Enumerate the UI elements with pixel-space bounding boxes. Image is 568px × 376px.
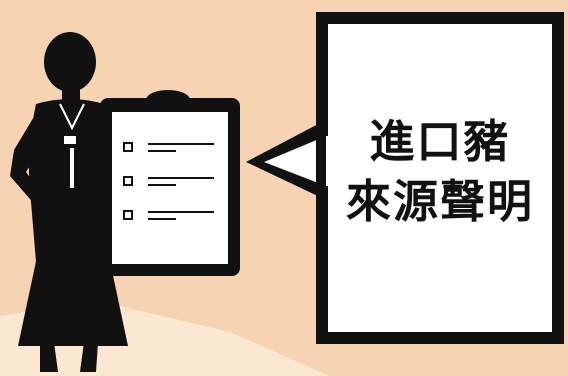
callout-line-2: 來源聲明	[345, 175, 534, 228]
clipboard-checklist-icon	[100, 90, 240, 276]
collar-detail	[59, 103, 85, 131]
tie-stripe	[70, 148, 74, 188]
callout-line-1: 進口豬	[369, 115, 511, 168]
name-badge	[64, 136, 76, 144]
callout-text: 進口豬 來源聲明	[328, 112, 552, 232]
speech-callout	[246, 12, 564, 344]
